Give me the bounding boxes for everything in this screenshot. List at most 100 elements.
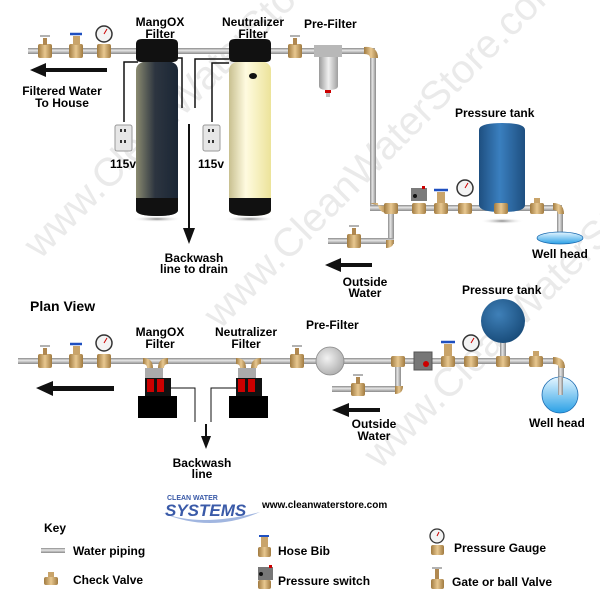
hose-bib-icon bbox=[258, 535, 271, 557]
gate-valve-top-left[interactable] bbox=[38, 35, 52, 58]
plan-pipe-drop bbox=[395, 362, 401, 392]
gate-valve-outside[interactable] bbox=[347, 225, 361, 248]
pressure-switch[interactable] bbox=[411, 186, 427, 214]
arrow-outside-water-icon bbox=[325, 258, 372, 272]
plan-label-mangox-1: MangOX bbox=[136, 325, 185, 339]
key-label-water-piping: Water piping bbox=[73, 544, 145, 558]
plan-view: Plan View bbox=[18, 283, 585, 481]
plan-label-neutralizer-1: Neutralizer bbox=[215, 325, 277, 339]
label-outlet-right: 115v bbox=[198, 157, 224, 171]
logo-top-text: CLEAN WATER bbox=[167, 495, 218, 502]
outlet-left-icon bbox=[114, 124, 133, 152]
plan-neutralizer-filter[interactable] bbox=[229, 358, 268, 418]
pressure-gauge-lower[interactable] bbox=[456, 179, 474, 214]
plan-arrow-outside-water-icon bbox=[332, 403, 380, 417]
plan-label-backwash-1: Backwash bbox=[173, 456, 232, 470]
plan-hose-bib-right[interactable] bbox=[441, 340, 455, 367]
elevation-view: MangOX Filter Neutralizer Filter Pre-Fil… bbox=[22, 15, 588, 300]
plan-label-backwash-2: line bbox=[192, 467, 213, 481]
neutralizer-control-head bbox=[229, 39, 271, 62]
backwash-line-mangox bbox=[178, 57, 183, 108]
elbow-outside bbox=[386, 240, 394, 248]
plan-view-title: Plan View bbox=[30, 298, 95, 314]
plan-arrow-filtered-water-icon bbox=[36, 381, 114, 396]
plan-pressure-gauge[interactable] bbox=[95, 334, 113, 368]
neutralizer-filter-tank[interactable] bbox=[225, 39, 275, 222]
gate-valve-icon bbox=[431, 567, 444, 589]
key-label-check-valve: Check Valve bbox=[73, 573, 143, 587]
water-piping-icon bbox=[41, 548, 65, 553]
elbow-well bbox=[553, 203, 564, 214]
plan-prefilter[interactable] bbox=[315, 346, 345, 376]
arrow-filtered-water-icon bbox=[30, 63, 107, 77]
plan-pipe-outside bbox=[332, 386, 400, 392]
outlet-right-icon bbox=[202, 124, 221, 152]
plan-pressure-gauge-right[interactable] bbox=[462, 334, 480, 367]
label-filtered-water-1: Filtered Water bbox=[22, 84, 102, 98]
label-prefilter: Pre-Filter bbox=[304, 17, 357, 31]
key-label-pressure-gauge: Pressure Gauge bbox=[454, 541, 546, 555]
well-head[interactable] bbox=[536, 231, 584, 245]
mangox-filter-tank[interactable] bbox=[132, 39, 182, 222]
plan-backwash-line-neutralizer bbox=[210, 387, 236, 422]
plan-gate-valve-prefilter[interactable] bbox=[290, 345, 304, 368]
label-mangox-filter-1: MangOX bbox=[136, 15, 185, 29]
check-valve-lower[interactable] bbox=[530, 198, 544, 214]
label-outlet-left: 115v bbox=[110, 157, 136, 171]
check-valve-icon bbox=[44, 572, 58, 585]
label-outside-water-2: Water bbox=[349, 286, 382, 300]
pipe-main-top bbox=[28, 48, 375, 54]
backwash-line-neutralizer bbox=[194, 58, 229, 108]
plan-hose-bib[interactable] bbox=[69, 342, 83, 368]
key-label-pressure-switch: Pressure switch bbox=[278, 574, 370, 588]
plan-label-prefilter: Pre-Filter bbox=[306, 318, 359, 332]
plan-elbow-well bbox=[553, 357, 565, 368]
plan-mangox-filter[interactable] bbox=[138, 358, 177, 418]
power-cord-right bbox=[211, 62, 229, 122]
plan-tee-fitting bbox=[391, 356, 405, 367]
plan-pressure-tank[interactable] bbox=[481, 299, 525, 367]
pressure-tank[interactable] bbox=[479, 123, 525, 224]
plan-label-outside-water-2: Water bbox=[358, 429, 391, 443]
gate-valve-prefilter[interactable] bbox=[288, 35, 302, 58]
plan-gate-valve-outside[interactable] bbox=[351, 374, 365, 396]
pre-filter-housing[interactable] bbox=[314, 45, 342, 97]
elbow-fitting bbox=[364, 46, 378, 58]
legend-key: Key Water piping Check Valve Hose Bib Pr… bbox=[41, 521, 552, 589]
label-outside-water-1: Outside bbox=[343, 275, 388, 289]
pipe-well-drop bbox=[557, 208, 563, 236]
mangox-control-head bbox=[136, 39, 178, 62]
pipe-vertical-right bbox=[370, 52, 376, 207]
power-cord-left bbox=[123, 61, 138, 122]
label-well-head: Well head bbox=[532, 247, 588, 261]
plan-label-pressure-tank: Pressure tank bbox=[462, 283, 542, 297]
plan-pressure-switch[interactable] bbox=[413, 351, 433, 371]
plan-elbow-outside bbox=[395, 386, 403, 394]
label-backwash-2: line to drain bbox=[160, 262, 228, 276]
hose-bib-top[interactable] bbox=[69, 32, 83, 58]
plan-gate-valve-left[interactable] bbox=[38, 345, 52, 368]
tee-fitting bbox=[384, 203, 398, 214]
logo-main-text: SYSTEMS bbox=[165, 501, 247, 520]
label-mangox-filter-2: Filter bbox=[145, 27, 175, 41]
plan-check-valve[interactable] bbox=[529, 351, 543, 367]
plan-well-head[interactable] bbox=[541, 376, 579, 414]
label-filtered-water-2: To House bbox=[35, 96, 89, 110]
key-title: Key bbox=[44, 521, 66, 535]
pressure-gauge-icon bbox=[429, 528, 445, 555]
label-neutralizer-filter-1: Neutralizer bbox=[222, 15, 284, 29]
label-backwash-1: Backwash bbox=[165, 251, 224, 265]
plan-label-well-head: Well head bbox=[529, 416, 585, 430]
label-pressure-tank: Pressure tank bbox=[455, 106, 535, 120]
plan-backwash-arrow-icon bbox=[201, 436, 211, 449]
brand-logo[interactable]: CLEAN WATER SYSTEMS bbox=[160, 495, 260, 523]
hose-bib-lower[interactable] bbox=[434, 188, 448, 214]
plan-label-neutralizer-2: Filter bbox=[231, 337, 261, 351]
brand-url[interactable]: www.cleanwaterstore.com bbox=[261, 500, 387, 511]
elbow-fitting-low bbox=[370, 203, 388, 213]
key-label-hose-bib: Hose Bib bbox=[278, 544, 330, 558]
pressure-switch-icon bbox=[258, 565, 273, 589]
plan-pipe-right bbox=[411, 358, 559, 364]
pressure-gauge-top[interactable] bbox=[95, 25, 113, 58]
